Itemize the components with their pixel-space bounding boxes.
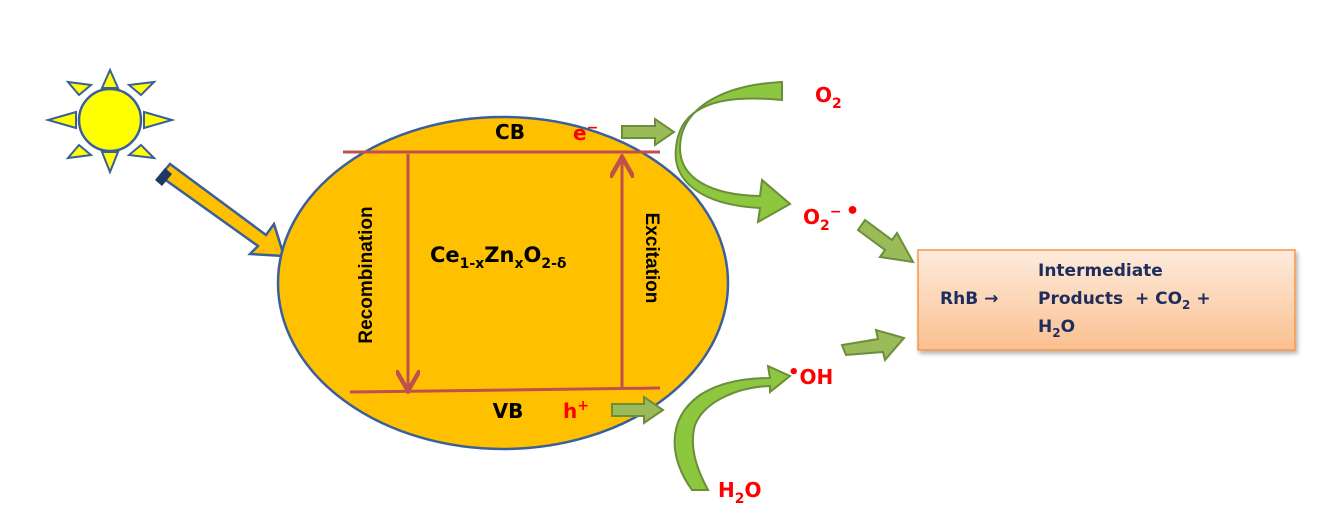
- excitation-label: Excitation: [641, 213, 662, 304]
- cb-label: CB: [495, 120, 525, 144]
- hydroxyl-to-box-arrow: [840, 328, 906, 363]
- products-line-2: Products + CO2 +: [1038, 289, 1211, 312]
- water-oxidation-arrow: [673, 364, 792, 491]
- oxygen-reduction-arrow: [674, 80, 792, 224]
- recombination-label: Recombination: [356, 206, 377, 343]
- vb-label: VB: [493, 399, 524, 423]
- catalyst-particle: [276, 115, 730, 451]
- light-arrow: [155, 162, 286, 258]
- sun-icon: [44, 67, 176, 175]
- superoxide-to-box-arrow: [856, 218, 915, 264]
- electron-transfer-arrow: [621, 117, 676, 147]
- superoxide-label: O2−•: [803, 199, 860, 234]
- electron-label: e−: [573, 120, 598, 145]
- hole-transfer-arrow: [611, 395, 665, 425]
- water-label: H2O: [718, 478, 762, 507]
- hydroxyl-label: •OH: [788, 362, 833, 389]
- oxygen-label: O2: [815, 83, 842, 112]
- hole-label: h+: [563, 398, 589, 423]
- reaction-box: RhB→ Intermediate Products + CO2 + H2O: [917, 249, 1296, 351]
- products-line-1: Intermediate: [1038, 261, 1163, 281]
- reactant-label: RhB→: [940, 289, 998, 309]
- products-line-3: H2O: [1038, 317, 1075, 340]
- catalyst-formula: Ce1-xZnxO2-δ: [430, 243, 567, 272]
